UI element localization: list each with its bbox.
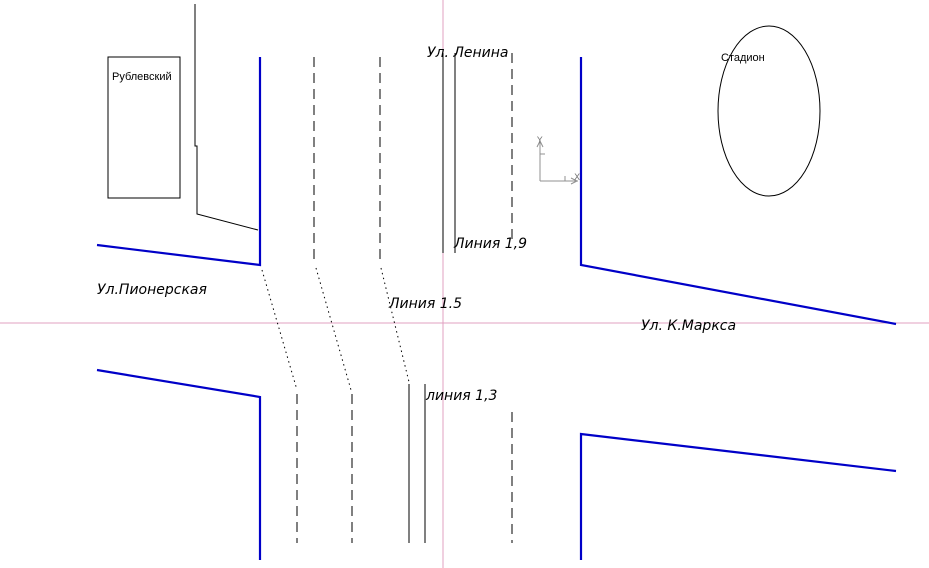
road-edges xyxy=(96,57,897,560)
lane-markings-bottom xyxy=(296,384,513,543)
road-edge-bottom-left[interactable] xyxy=(96,368,262,560)
line-label-1-9: Линия 1,9 xyxy=(453,236,527,252)
dotted-connector[interactable] xyxy=(261,269,298,391)
building-label: Рублевский xyxy=(112,71,172,83)
street-label-lenina: Ул. Ленина xyxy=(427,45,509,61)
road-edge-bottom-right[interactable] xyxy=(579,432,897,560)
dotted-connector[interactable] xyxy=(380,267,410,383)
plot-boundary-line[interactable] xyxy=(194,4,259,231)
stadium[interactable]: Стадион xyxy=(717,25,821,197)
dotted-connector[interactable] xyxy=(315,267,352,391)
street-label-k-marksa: Ул. К.Маркса xyxy=(641,318,736,334)
lane-markings-top xyxy=(313,53,513,265)
street-label-pionerskaya: Ул.Пионерская xyxy=(97,282,207,298)
line-label-1-3: линия 1,3 xyxy=(425,388,497,404)
ucs-y-axis-label: Y xyxy=(536,136,543,146)
road-edge-top-right[interactable] xyxy=(579,57,897,326)
building-rublevsky[interactable]: Рублевский xyxy=(107,56,181,199)
line-label-1-5: Линия 1.5 xyxy=(388,296,462,312)
road-edge-top-left[interactable] xyxy=(96,57,262,267)
ucs-x-axis-label: X xyxy=(574,173,580,183)
lane-connectors xyxy=(261,267,410,391)
stadium-outline[interactable] xyxy=(717,25,821,197)
stadium-label: Стадион xyxy=(721,52,765,64)
ucs-icon xyxy=(536,139,579,185)
building-outline[interactable] xyxy=(107,56,181,199)
